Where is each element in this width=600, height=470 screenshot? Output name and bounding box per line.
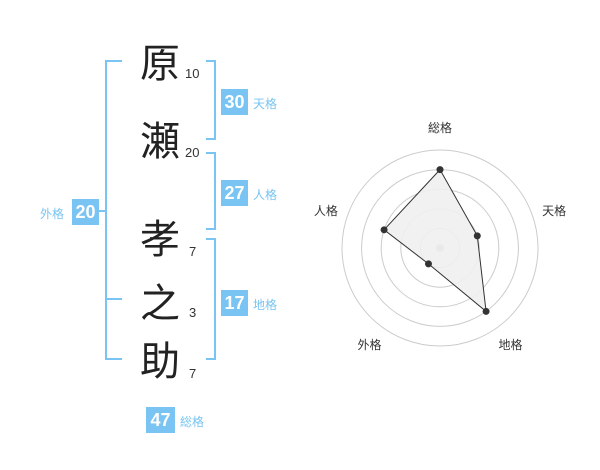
tenkaku-value-badge: 30: [221, 89, 248, 115]
chikaku-label: 地格: [253, 298, 278, 312]
name-char-4: 之: [140, 281, 180, 327]
radar-ring: [341, 149, 539, 347]
name-char-3: 孝: [140, 217, 180, 263]
chikaku-value-badge: 17: [221, 290, 248, 316]
gaikaku-value-badge: 20: [72, 199, 99, 225]
soukaku-value-badge: 47: [146, 407, 175, 433]
tenkaku-label: 天格: [253, 97, 278, 111]
stroke-count-3: 7: [189, 244, 197, 259]
soukaku-label: 総格: [180, 415, 205, 429]
radar-point-5: [380, 226, 388, 234]
name-char-5: 助: [140, 339, 180, 385]
name-char-2: 瀬: [140, 119, 180, 165]
stroke-count-5: 7: [189, 366, 197, 381]
radar-point-2: [473, 232, 481, 240]
stroke-count-2: 20: [185, 145, 200, 160]
radar-points: [380, 166, 490, 315]
radar-axis-label-2: 天格: [542, 203, 566, 218]
name-char-1: 原: [140, 41, 180, 87]
radar-point-1: [436, 166, 444, 174]
radar-axis-label-1: 総格: [428, 120, 452, 135]
radar-axis-label-3: 地格: [499, 337, 523, 352]
jinkaku-label: 人格: [253, 188, 278, 202]
radar-area: [383, 168, 487, 313]
radar-axis-label-4: 外格: [357, 337, 381, 352]
gaikaku-label: 外格: [40, 207, 65, 221]
stroke-count-4: 3: [189, 305, 197, 320]
radar-point-3: [482, 307, 490, 315]
radar-axis-label-5: 人格: [314, 203, 338, 218]
stroke-count-1: 10: [185, 66, 200, 81]
radar-point-4: [424, 260, 432, 268]
jinkaku-value-badge: 27: [221, 180, 248, 206]
